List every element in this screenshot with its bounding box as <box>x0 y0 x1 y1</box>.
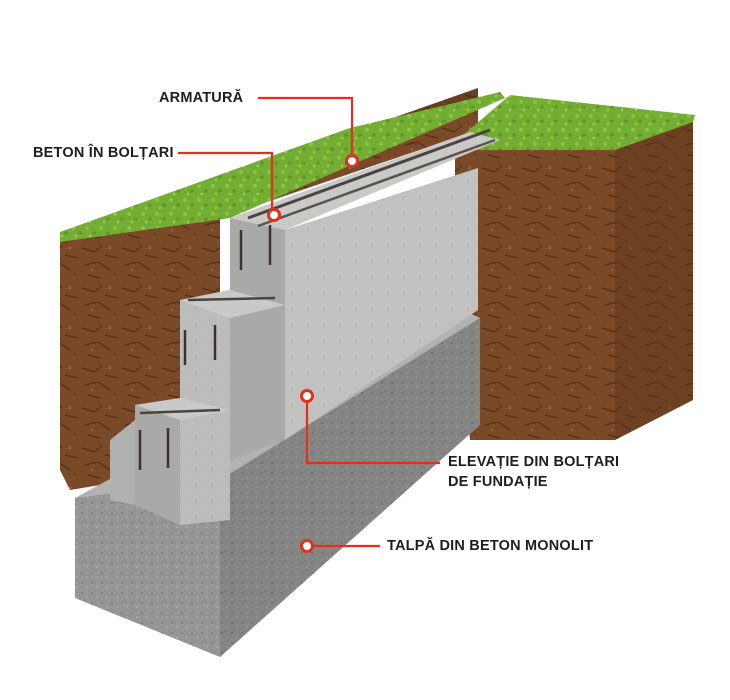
right-soil-block <box>455 95 695 440</box>
label-elevatie-line1: ELEVAȚIE DIN BOLȚARI <box>448 454 620 470</box>
callouts <box>178 96 440 548</box>
left-grass <box>60 92 505 242</box>
callout-line-armatura <box>258 96 354 161</box>
callout-dot-beton <box>267 208 281 222</box>
callout-line-beton <box>178 151 274 212</box>
right-grass <box>455 95 695 150</box>
left-soil-block <box>60 88 505 490</box>
callout-line-elevatie <box>305 396 440 465</box>
label-beton-in-boltari: BETON ÎN BOLȚARI <box>33 145 174 161</box>
label-talpa: TALPĂ DIN BETON MONOLIT <box>387 538 594 554</box>
block-wall <box>110 128 500 525</box>
callout-dot-armatura <box>345 154 359 168</box>
label-elevatie-line2: DE FUNDAȚIE <box>448 474 548 490</box>
label-armatura: ARMATURĂ <box>159 90 244 106</box>
callout-dot-talpa <box>300 539 314 553</box>
callout-dot-elevatie <box>300 389 314 403</box>
callout-dots <box>267 154 359 553</box>
